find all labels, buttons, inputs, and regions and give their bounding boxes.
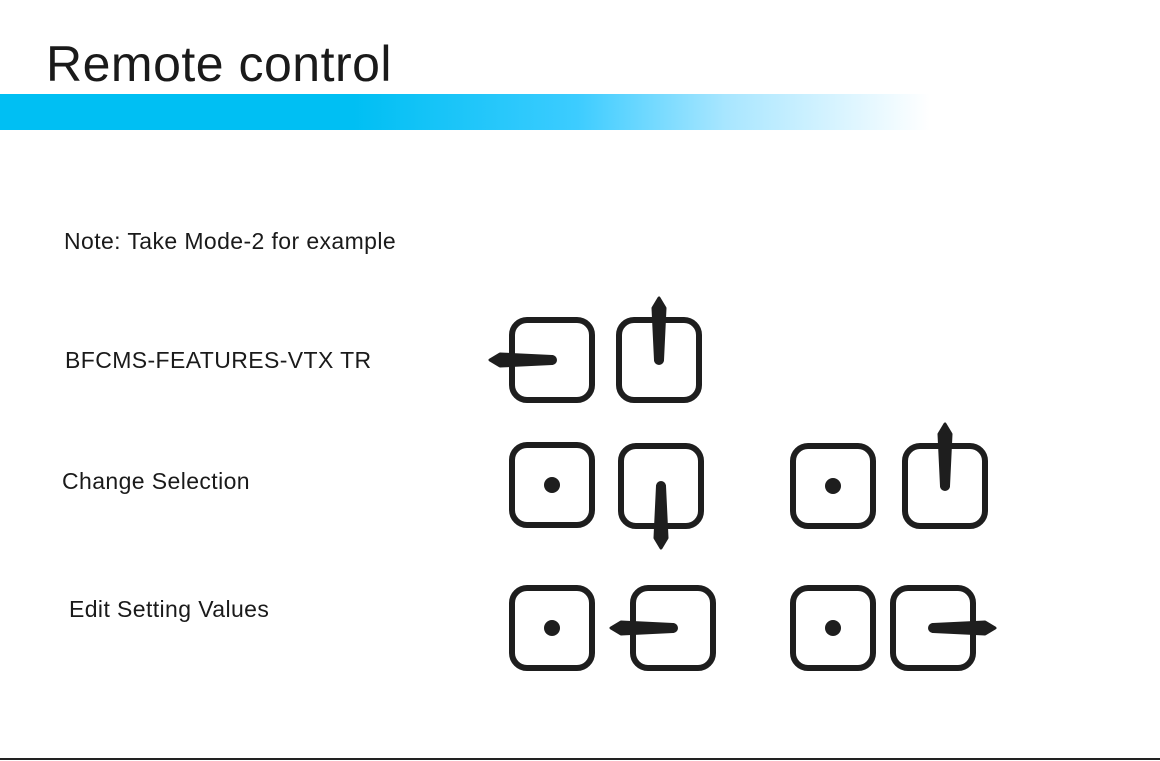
stick-center-icon	[825, 620, 841, 636]
stick-base-icon	[668, 623, 678, 633]
stick-center-icon	[825, 478, 841, 494]
stick-up-icon	[651, 296, 667, 362]
bottom-rule	[0, 758, 1160, 760]
gimbal-box-icon	[509, 442, 595, 528]
stick-base-icon	[928, 623, 938, 633]
gimbal-box-icon	[790, 585, 876, 671]
note-text: Note: Take Mode-2 for example	[64, 228, 397, 254]
stick-down-icon	[653, 484, 669, 550]
stick-center-icon	[544, 620, 560, 636]
header-accent-bar	[0, 94, 930, 130]
stick-up-icon	[937, 422, 953, 488]
gimbal-box-icon	[790, 443, 876, 529]
row-label-change-selection: Change Selection	[62, 468, 250, 494]
stick-base-icon	[547, 355, 557, 365]
stick-center-icon	[544, 477, 560, 493]
gimbal-box-icon	[509, 585, 595, 671]
row-label-edit-values: Edit Setting Values	[69, 596, 270, 622]
stick-right-icon	[931, 620, 997, 636]
stick-left-icon	[609, 620, 675, 636]
stick-base-icon	[940, 481, 950, 491]
page-title: Remote control	[46, 36, 393, 92]
stick-left-icon	[488, 352, 554, 368]
stick-base-icon	[656, 481, 666, 491]
row-label-vtx: BFCMS-FEATURES-VTX TR	[65, 347, 372, 373]
stick-base-icon	[654, 355, 664, 365]
